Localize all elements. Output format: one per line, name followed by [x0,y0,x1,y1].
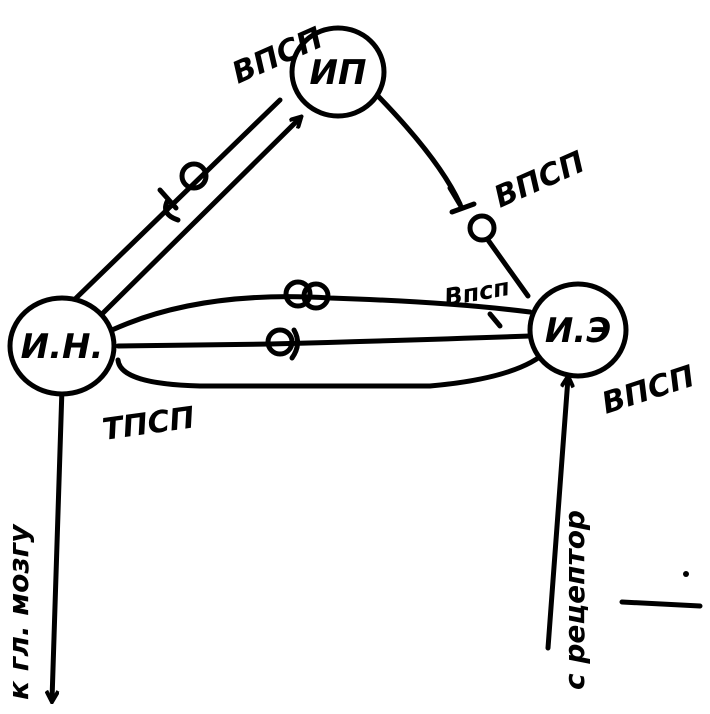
edge-label-vpsp-middle: Впсп [442,273,512,312]
edge-in-to-brain [52,385,65,700]
label-from-receptors: с рецептор [558,510,591,690]
synapse-terminal-in-ie-middle [289,327,300,361]
edge-in-ie-middle [115,333,533,349]
node-in [7,295,117,397]
edge-label-vpsp-ie: ВПСП [598,359,699,422]
node-in-label: И.Н. [21,327,104,367]
edge-label-tpsp: ТПСП [100,400,197,448]
node-ie [527,281,629,379]
edge-ip-ie-lower [485,237,531,299]
synapse-in-ie-middle [265,327,295,357]
synapse-in-ip [179,161,209,191]
synapse-terminal-in-ie-top [487,311,503,329]
edge-receptors-to-ie [545,378,568,651]
synapse-ip-ie [467,213,497,243]
stray-dot [683,571,689,577]
synapse-terminal-in-ip [157,187,181,223]
synapse-in-ie-top-b [301,281,331,311]
stray-dash [619,599,703,609]
synapse-in-ie-top-a [283,279,313,309]
synapse-terminal-ip-ie [447,185,477,215]
label-to-brain: к гл. мозгу [2,523,35,700]
edge-in-ip-inner [97,118,300,319]
node-ip [289,25,387,119]
node-ip-label: ИП [310,53,367,93]
edge-in-ie-bottom [115,347,551,389]
edge-label-vpsp-right: ВПСП [489,145,590,216]
node-ie-label: И.Э [545,311,611,351]
edge-in-ip-outer [69,97,283,305]
